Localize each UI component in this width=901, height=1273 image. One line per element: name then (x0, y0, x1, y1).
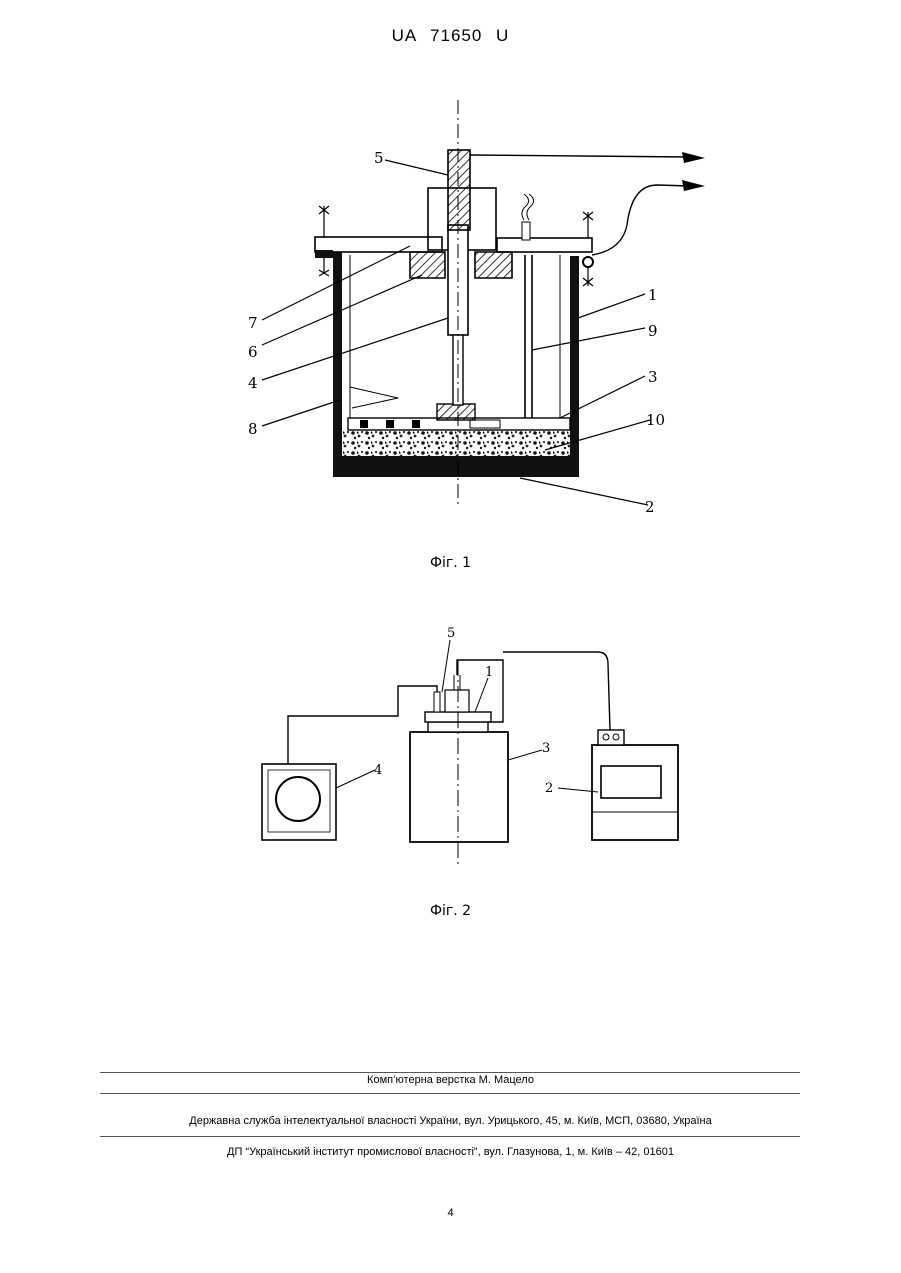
label-10: 10 (646, 411, 665, 429)
institute-address: ДП “Український інститут промислової вла… (0, 1146, 901, 1158)
label-7: 7 (248, 314, 258, 332)
monitor-4 (262, 764, 336, 840)
label-1: 1 (648, 286, 658, 304)
label-9: 9 (648, 322, 658, 340)
label-8: 8 (248, 420, 258, 438)
fig2-label-2: 2 (545, 781, 553, 796)
footer-rule-top (100, 1072, 800, 1073)
fig2-label-4: 4 (374, 763, 382, 778)
thermocouple-9 (522, 194, 534, 418)
label-5: 5 (374, 149, 384, 167)
footer-rule-bottom (100, 1136, 800, 1137)
granular-layer-10 (342, 430, 570, 456)
figure-1-caption: Фіг. 1 (0, 555, 901, 571)
meter-2 (592, 730, 678, 840)
fig2-label-1: 1 (485, 665, 493, 680)
agency-address: Державна служба інтелектуальної власност… (0, 1115, 901, 1127)
figure-2-caption: Фіг. 2 (0, 903, 901, 919)
fig2-label-3: 3 (542, 741, 550, 756)
label-2: 2 (645, 498, 655, 516)
page-number: 4 (0, 1207, 901, 1219)
sensor-5 (448, 150, 470, 230)
fig2-label-5: 5 (447, 626, 455, 641)
furnace-3 (410, 732, 508, 842)
sensor-5 (434, 692, 440, 712)
label-4: 4 (248, 374, 258, 392)
footer-rule-middle (100, 1093, 800, 1094)
label-3: 3 (648, 368, 658, 386)
label-6: 6 (248, 343, 258, 361)
figure-1-drawing: 5 7 6 4 8 1 9 3 10 2 (0, 0, 901, 560)
rod-tip-block (437, 404, 475, 420)
layout-credit: Комп’ютерна верстка М. Мацело (0, 1074, 901, 1086)
